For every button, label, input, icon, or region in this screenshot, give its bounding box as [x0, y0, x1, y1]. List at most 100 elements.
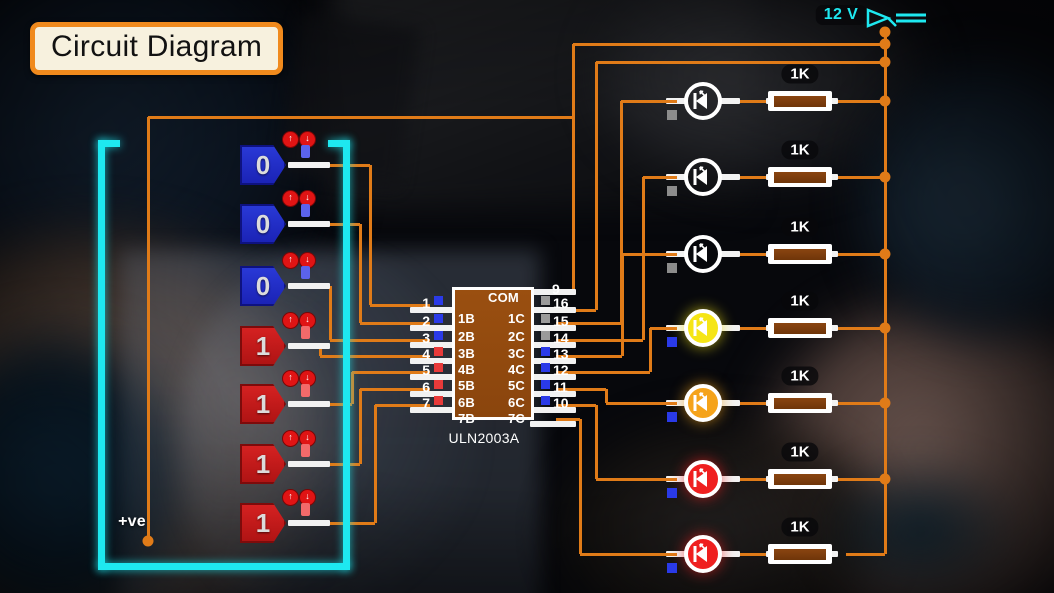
ic-pin-marker-10 [541, 396, 550, 405]
led-to-resistor-4 [720, 326, 766, 330]
led-to-resistor-6 [720, 477, 766, 481]
input-riser-6 [358, 389, 362, 464]
ic-pin-marker-5 [434, 363, 443, 372]
led-to-resistor-3 [720, 252, 766, 256]
ic-out-riser-5 [604, 389, 608, 403]
com-riser [571, 44, 575, 292]
input-decrease-icon-2[interactable]: ↓ [299, 190, 316, 207]
ic-pin-marker-11 [541, 380, 550, 389]
led-lead-right-4 [720, 325, 740, 331]
ic-out-stub-5 [556, 387, 606, 391]
ic-pin-marker-14 [541, 331, 550, 340]
ic-pin-number-14: 14 [553, 330, 569, 346]
ic-com-pin-stub [530, 289, 576, 295]
led-to-resistor-5 [720, 401, 766, 405]
resistor-to-rail-6 [832, 477, 885, 481]
led-lead-right-7 [720, 551, 740, 557]
input-to-ic-2 [360, 321, 430, 325]
led-6 [684, 460, 722, 498]
input-stub-1 [292, 163, 370, 167]
led-lead-right-2 [720, 174, 740, 180]
ic-label-3b: 3B [458, 346, 476, 361]
ic-left-pin-stub-6 [410, 391, 456, 397]
ic-pin-marker-1 [434, 296, 443, 305]
input-stub-7 [292, 521, 375, 525]
input-lead-3 [288, 283, 330, 289]
led-marker-7 [667, 563, 677, 573]
input-connector-4[interactable] [301, 326, 310, 339]
led-marker-3 [667, 263, 677, 273]
ic-out-riser-1 [619, 101, 623, 323]
led-lead-right-5 [720, 400, 740, 406]
input-increase-icon-3[interactable]: ↑ [282, 252, 299, 269]
rail-junction-dot-3 [879, 248, 891, 260]
input-connector-3[interactable] [301, 266, 310, 279]
input-connector-6[interactable] [301, 444, 310, 457]
resistor-3 [768, 244, 832, 264]
ic-out-stub-1 [556, 321, 621, 325]
ic-pin-marker-12 [541, 363, 550, 372]
ic-out-to-led-2 [643, 175, 677, 179]
input-to-ic-7 [375, 403, 430, 407]
ic-pin-marker-7 [434, 396, 443, 405]
rail-junction-dot-4 [879, 322, 891, 334]
resistor-to-rail-7 [846, 552, 885, 556]
led-marker-1 [667, 110, 677, 120]
resistor-7 [768, 544, 832, 564]
positive-terminal-dot [142, 535, 154, 547]
ic-label-6c: 6C [508, 395, 526, 410]
ic-pin-number-6: 6 [422, 379, 430, 395]
ic-pin-number-15: 15 [553, 313, 569, 329]
ic-left-pin-stub-1 [410, 307, 456, 313]
resistor-5 [768, 393, 832, 413]
ic-out-riser-3 [620, 254, 624, 356]
ic-left-pin-stub-7 [410, 407, 456, 413]
input-connector-2[interactable] [301, 204, 310, 217]
resistor-label-3: 1K [781, 217, 819, 237]
ic-pin-number-10: 10 [553, 395, 569, 411]
input-riser-5 [350, 372, 354, 404]
input-increase-icon-6[interactable]: ↑ [282, 430, 299, 447]
resistor-label-6: 1K [781, 442, 819, 462]
ic-left-pin-stub-2 [410, 325, 456, 331]
led-7 [684, 535, 722, 573]
input-to-ic-3 [330, 338, 430, 342]
led-marker-2 [667, 186, 677, 196]
input-increase-icon-5[interactable]: ↑ [282, 370, 299, 387]
resistor-to-rail-4 [832, 326, 885, 330]
input-increase-icon-7[interactable]: ↑ [282, 489, 299, 506]
led-lead-right-6 [720, 476, 740, 482]
rail-junction-dot-5 [879, 397, 891, 409]
ic-pin-number-7: 7 [422, 395, 430, 411]
com-rail-dot [879, 38, 891, 50]
ic-body-uln2003a [452, 287, 534, 420]
input-increase-icon-4[interactable]: ↑ [282, 312, 299, 329]
input-riser-1 [368, 165, 372, 305]
rail-junction-dot-2 [879, 171, 891, 183]
ic-right-pin-stub-5 [530, 374, 576, 380]
ic-pin10-stub [530, 421, 576, 427]
input-increase-icon-2[interactable]: ↑ [282, 190, 299, 207]
ic-label-6b: 6B [458, 395, 476, 410]
ic-out-riser-7 [578, 419, 582, 554]
input-connector-1[interactable] [301, 145, 310, 158]
input-to-ic-6 [360, 387, 430, 391]
input-lead-4 [288, 343, 330, 349]
input-to-ic-1 [370, 303, 430, 307]
ic-out-riser-2 [641, 177, 645, 340]
ic-label-5b: 5B [458, 378, 476, 393]
resistor-1 [768, 91, 832, 111]
voltage-label: 12 V [815, 5, 867, 25]
input-lead-6 [288, 461, 330, 467]
ic-pin-number-16: 16 [553, 295, 569, 311]
input-increase-icon-1[interactable]: ↑ [282, 131, 299, 148]
positive-supply-vertical [146, 117, 150, 541]
input-connector-5[interactable] [301, 384, 310, 397]
resistor-label-5: 1K [781, 366, 819, 386]
input-connector-7[interactable] [301, 503, 310, 516]
ic-left-pin-stub-4 [410, 358, 456, 364]
ic-label-4b: 4B [458, 362, 476, 377]
input-lead-2 [288, 221, 330, 227]
ic-left-pin-stub-3 [410, 342, 456, 348]
input-decrease-icon-4[interactable]: ↓ [299, 312, 316, 329]
